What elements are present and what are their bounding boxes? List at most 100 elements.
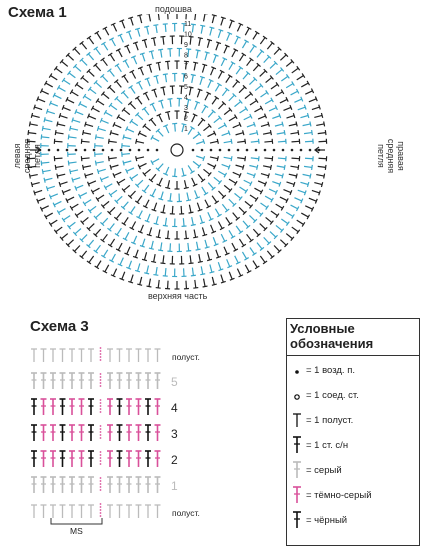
stitch-symbol bbox=[172, 268, 178, 278]
stitch-symbol bbox=[207, 212, 214, 222]
stitch-symbol bbox=[237, 138, 247, 144]
grid-stitch bbox=[145, 348, 151, 362]
stitch-symbol bbox=[211, 195, 220, 205]
chain-dot bbox=[272, 148, 276, 152]
grid-stitch bbox=[59, 398, 66, 415]
grid-stitch bbox=[59, 504, 66, 518]
stitch-symbol bbox=[90, 187, 100, 195]
row-number: 7 bbox=[184, 63, 188, 70]
stitch-symbol bbox=[26, 138, 36, 144]
stitch-symbol bbox=[122, 160, 132, 166]
stitch-symbol bbox=[269, 60, 278, 69]
stitch-symbol bbox=[238, 238, 247, 248]
stitch-symbol bbox=[160, 86, 166, 96]
stitch-symbol bbox=[156, 177, 163, 187]
stitch-symbol bbox=[162, 23, 168, 33]
grid-stitch bbox=[59, 424, 66, 441]
stitch-symbol bbox=[269, 231, 278, 240]
stitch-symbol bbox=[72, 228, 82, 237]
legend-item: = серый bbox=[291, 461, 342, 479]
grid-stitch bbox=[40, 398, 47, 415]
stitch-symbol bbox=[141, 106, 150, 116]
stitch-symbol bbox=[181, 123, 187, 133]
stitch-symbol bbox=[81, 130, 92, 136]
stitch-symbol bbox=[181, 268, 187, 278]
stitch-symbol bbox=[246, 233, 254, 243]
ms-label: MS bbox=[70, 526, 83, 536]
stitch-symbol bbox=[264, 156, 274, 162]
stitch-symbol bbox=[26, 156, 36, 162]
stitch-symbol bbox=[266, 40, 275, 50]
stitch-symbol bbox=[259, 255, 268, 265]
grid-stitch bbox=[50, 398, 56, 415]
stitch-symbol bbox=[195, 241, 201, 251]
stitch-symbol bbox=[93, 79, 102, 89]
grid-stitch bbox=[145, 450, 151, 467]
stitch-symbol bbox=[130, 235, 138, 245]
stitch-symbol bbox=[94, 143, 103, 149]
legend-item-text: = тёмно-серый bbox=[306, 489, 372, 501]
grid-stitch bbox=[78, 504, 85, 518]
stitch-symbol bbox=[199, 215, 205, 225]
stitch-symbol bbox=[220, 16, 226, 26]
stitch-symbol bbox=[146, 278, 152, 288]
stitch-symbol bbox=[232, 79, 241, 88]
stitch-symbol bbox=[181, 218, 187, 227]
stitch-symbol bbox=[146, 14, 152, 22]
stitch-symbol bbox=[238, 206, 247, 216]
stitch-symbol bbox=[218, 122, 228, 130]
stitch-symbol bbox=[146, 63, 153, 73]
stitch-symbol bbox=[283, 189, 293, 196]
stitch-symbol bbox=[41, 125, 51, 131]
stitch-symbol bbox=[148, 240, 154, 250]
stitch-symbol bbox=[305, 205, 315, 212]
grid-stitch bbox=[40, 450, 47, 467]
row-number: 3 bbox=[184, 105, 188, 112]
grid-stitch bbox=[31, 372, 37, 389]
stitch-symbol bbox=[119, 271, 126, 281]
legend-item-text: = 1 соед. ст. bbox=[306, 389, 359, 401]
chain-dot bbox=[47, 148, 51, 152]
stitch-symbol bbox=[56, 121, 66, 127]
stitch-symbol bbox=[144, 213, 151, 223]
stitch-symbol bbox=[207, 78, 214, 88]
stitch-symbol bbox=[158, 191, 164, 201]
stitch-symbol bbox=[226, 259, 233, 269]
stitch-symbol bbox=[129, 221, 137, 231]
stitch-symbol bbox=[211, 14, 217, 24]
stitch-symbol bbox=[228, 178, 238, 186]
stitch-symbol bbox=[107, 68, 115, 77]
stitch-symbol bbox=[151, 88, 158, 98]
stitch-symbol bbox=[228, 19, 235, 29]
stitch-symbol bbox=[237, 156, 247, 162]
stitch-symbol bbox=[308, 96, 318, 103]
grid-stitch bbox=[50, 424, 56, 441]
stitch-symbol bbox=[124, 246, 131, 256]
grid-stitch bbox=[126, 372, 132, 389]
stitch-symbol bbox=[221, 203, 230, 213]
stitch-symbol bbox=[155, 61, 161, 71]
stitch-symbol bbox=[67, 160, 77, 166]
stitch-symbol bbox=[101, 249, 109, 259]
grid-stitch bbox=[69, 348, 75, 362]
stitch-symbol bbox=[113, 212, 122, 221]
stitch-symbol bbox=[155, 163, 164, 172]
stitch-symbol bbox=[144, 25, 150, 35]
grid-stitch bbox=[116, 476, 123, 493]
grid-stitch bbox=[88, 476, 94, 493]
stitch-symbol bbox=[155, 229, 161, 239]
stitch-symbol bbox=[151, 202, 158, 212]
chain-dot bbox=[110, 148, 114, 152]
stitch-symbol bbox=[94, 30, 102, 40]
grid-stitch bbox=[88, 372, 94, 389]
stitch-symbol bbox=[217, 221, 225, 231]
stitch-symbol bbox=[36, 96, 46, 103]
stitch-symbol bbox=[291, 138, 301, 144]
chain-dot bbox=[308, 148, 312, 152]
stitch-symbol bbox=[202, 14, 208, 22]
stitch-symbol bbox=[179, 85, 185, 95]
stitch-symbol bbox=[291, 65, 301, 74]
chain-dot bbox=[299, 148, 303, 152]
right-arrow bbox=[314, 146, 325, 154]
grid-stitch bbox=[116, 348, 123, 362]
